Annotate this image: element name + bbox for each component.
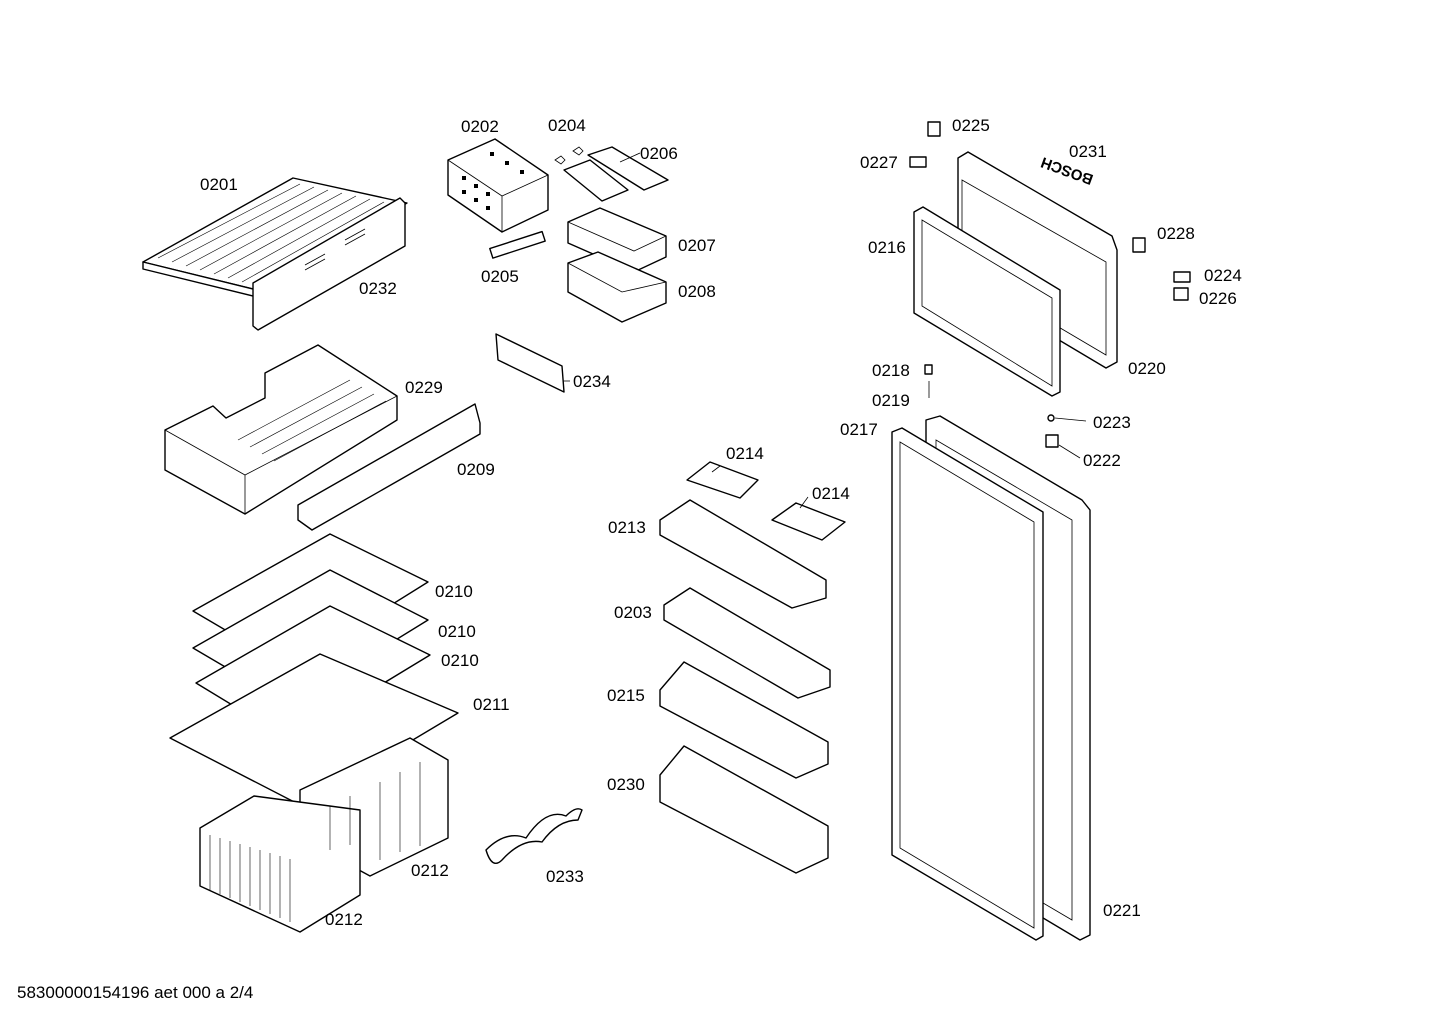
part-0205-strip: [489, 230, 546, 259]
label-0204: 0204: [548, 116, 586, 135]
label-0229: 0229: [405, 378, 443, 397]
label-0216: 0216: [868, 238, 906, 257]
label-0205: 0205: [481, 267, 519, 286]
part-0204-clips: [554, 146, 584, 165]
label-0232: 0232: [359, 279, 397, 298]
label-0209: 0209: [457, 460, 495, 479]
label-0207: 0207: [678, 236, 716, 255]
label-0212-b: 0212: [325, 910, 363, 929]
label-0221: 0221: [1103, 901, 1141, 920]
label-0218: 0218: [872, 361, 910, 380]
label-0201: 0201: [200, 175, 238, 194]
leader-lines: [563, 152, 809, 509]
label-0233: 0233: [546, 867, 584, 886]
label-0206: 0206: [640, 144, 678, 163]
part-0226-cover: [1173, 287, 1189, 301]
label-0231: 0231: [1069, 142, 1107, 161]
part-0214-egg-trays: [686, 461, 846, 541]
part-0201-wire-shelf: [142, 177, 408, 298]
part-0229-drawer: [164, 344, 398, 515]
label-0220: 0220: [1128, 359, 1166, 378]
label-0219: 0219: [872, 391, 910, 410]
document-footer: 58300000154196 aet 000 a 2/4: [17, 983, 254, 1002]
part-0212-crisper-drawers: [199, 737, 449, 933]
label-0212-a: 0212: [411, 861, 449, 880]
label-0202: 0202: [461, 117, 499, 136]
label-0224: 0224: [1204, 266, 1242, 285]
label-0217: 0217: [840, 420, 878, 439]
part-0218-bushing: [924, 364, 933, 375]
label-0213: 0213: [608, 518, 646, 537]
part-0216-gasket-inner: [921, 219, 1053, 387]
label-0211: 0211: [473, 695, 510, 714]
label-0227: 0227: [860, 153, 898, 172]
part-0233-bottle-rack: [485, 808, 583, 864]
part-0211-glass-shelf: [169, 653, 459, 807]
part-0215-door-shelf: [659, 661, 829, 779]
part-0202-holder-box: [447, 138, 549, 233]
label-0228: 0228: [1157, 224, 1195, 243]
label-0215: 0215: [607, 686, 645, 705]
part-0228-hinge: [1132, 237, 1146, 253]
part-0223-screw: [1047, 414, 1087, 422]
label-0210-a: 0210: [435, 582, 473, 601]
part-0225-hinge: [927, 121, 941, 137]
part-0234-divider: [495, 333, 565, 393]
part-0206-ice-trays: [563, 146, 669, 202]
label-0230: 0230: [607, 775, 645, 794]
part-0203-door-shelf: [663, 587, 831, 699]
part-0224-cover: [1173, 271, 1191, 283]
label-0214-a: 0214: [726, 444, 764, 463]
label-0222: 0222: [1083, 451, 1121, 470]
label-0208: 0208: [678, 282, 716, 301]
part-0227-cap: [909, 156, 927, 168]
part-0209-drawer-front: [297, 403, 481, 531]
label-0203: 0203: [614, 603, 652, 622]
part-0207-tray-frame: [567, 207, 667, 273]
label-0210-b: 0210: [438, 622, 476, 641]
part-0213-door-shelf: [659, 499, 827, 609]
label-0226: 0226: [1199, 289, 1237, 308]
part-0216-door-gasket: [913, 206, 1061, 397]
part-0222-block: [1045, 434, 1081, 459]
label-0225: 0225: [952, 116, 990, 135]
label-0214-b: 0214: [812, 484, 850, 503]
part-0232-shelf-rail: [252, 197, 406, 331]
part-0208-container: [567, 251, 667, 323]
label-0234: 0234: [573, 372, 611, 391]
part-0217-door-gasket: [891, 427, 1044, 941]
label-0223: 0223: [1093, 413, 1131, 432]
part-0230-door-shelf: [659, 745, 829, 874]
label-0210-c: 0210: [441, 651, 479, 670]
part-0217-gasket-inner: [899, 441, 1035, 929]
